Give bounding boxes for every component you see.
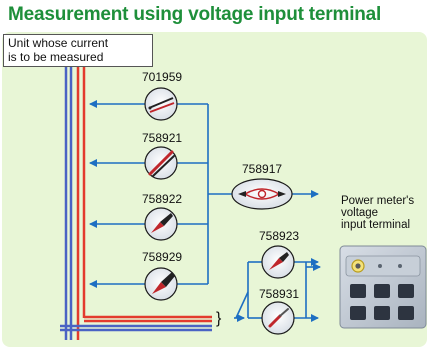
adapter-758931	[261, 301, 295, 335]
power-meter-label: Power meter's voltage input terminal	[341, 195, 414, 231]
adapter-label-758917: 758917	[242, 162, 283, 176]
probe-label-758929: 758929	[142, 250, 183, 264]
fork-terminal-adapter-icon	[268, 308, 289, 328]
probe-701959	[144, 87, 178, 121]
red-black-leads-icon	[148, 150, 175, 177]
probe-connectors	[89, 100, 321, 322]
adapter-label-758923: 758923	[259, 229, 300, 243]
probe-758922	[144, 207, 178, 241]
measurement-lead-set-icon	[238, 188, 286, 200]
voltage-input-terminal-icon	[339, 245, 427, 329]
unit-box-line1: Unit whose current	[8, 36, 109, 50]
unit-box-line2: is to be measured	[8, 50, 104, 64]
safety-terminal-adapter-icon	[269, 252, 289, 270]
probe-label-758922: 758922	[142, 192, 183, 206]
power-meter-line2: voltage	[341, 207, 379, 219]
adapter-label-758931: 758931	[259, 287, 300, 301]
power-meter-line3: input terminal	[341, 219, 411, 231]
adapter-758923	[261, 245, 295, 279]
probe-tips-icon	[148, 97, 175, 113]
wire-brace: }	[216, 310, 222, 327]
large-alligator-clip-icon	[152, 272, 175, 294]
alligator-clip-icon	[151, 213, 173, 233]
circuit-wires	[60, 36, 212, 340]
probe-758921	[144, 146, 178, 180]
power-meter-line1: Power meter's	[341, 195, 415, 207]
probe-758929	[144, 267, 178, 301]
probe-label-701959: 701959	[142, 70, 183, 84]
diagram-title: Measurement using voltage input terminal	[8, 4, 382, 25]
probe-label-758921: 758921	[142, 131, 183, 145]
adapter-758917	[231, 178, 293, 210]
unit-under-test-box: Unit whose current is to be measured	[3, 34, 153, 67]
